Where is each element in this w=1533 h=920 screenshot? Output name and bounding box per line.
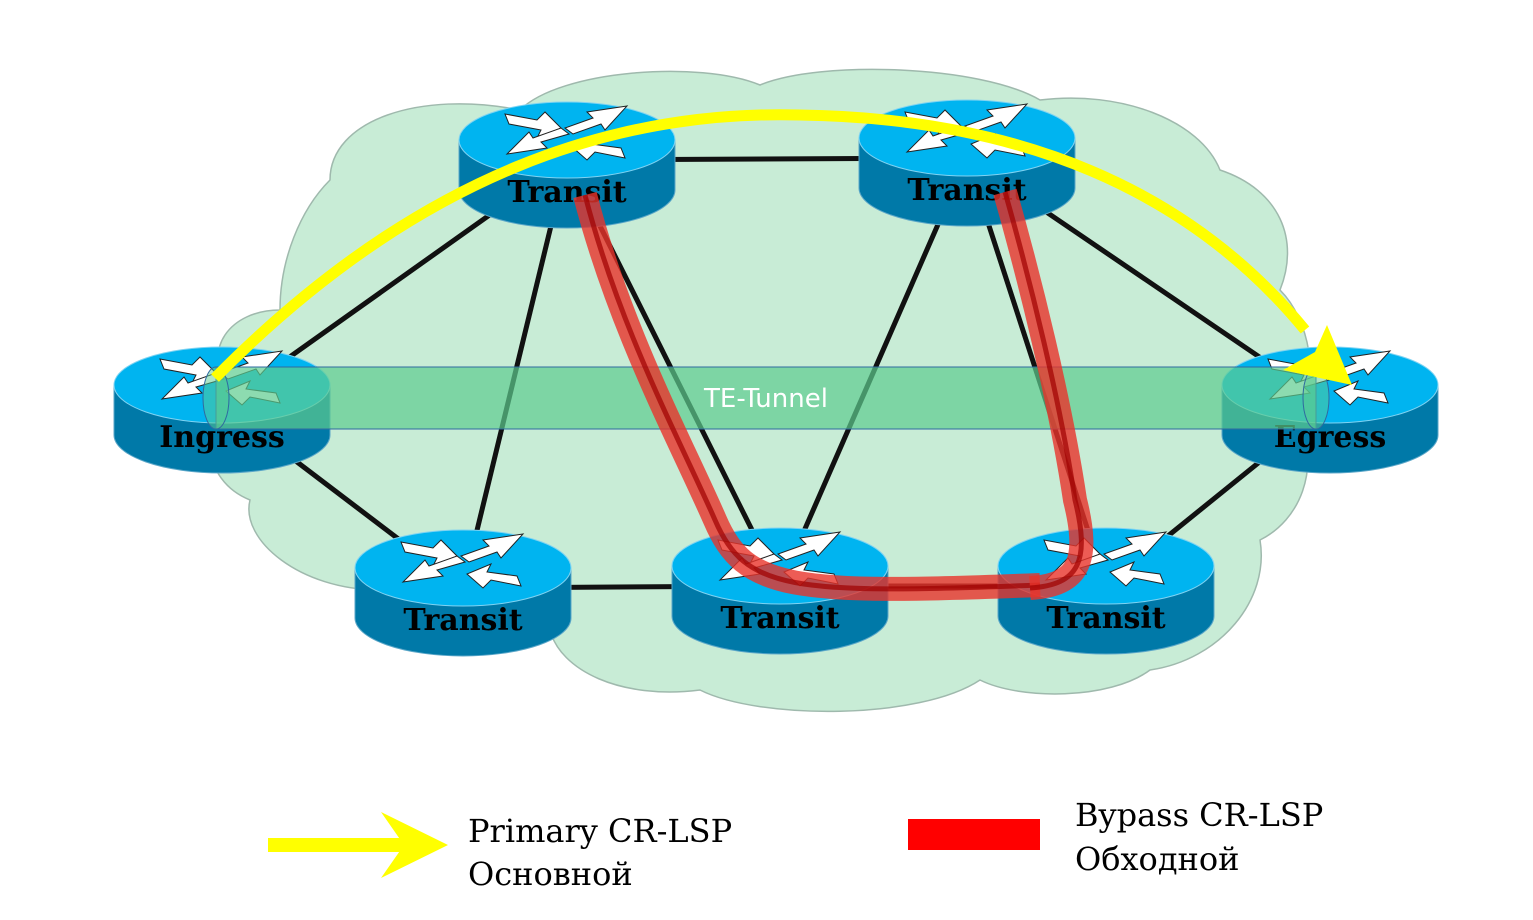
router-transit-top-left[interactable]: Transit bbox=[458, 101, 676, 229]
router-top bbox=[354, 529, 572, 607]
legend-primary-swatch bbox=[268, 838, 418, 852]
bypass-lsp-core-1 bbox=[582, 194, 1041, 592]
router-label: Transit bbox=[507, 175, 626, 210]
legend-bypass-swatch bbox=[908, 819, 1040, 850]
te-tunnel: TE-Tunnel bbox=[202, 366, 1330, 430]
te-tunnel-cap-left bbox=[202, 366, 230, 430]
legend-primary-label: Primary CR-LSP bbox=[468, 812, 732, 850]
router-transit-bottom-left[interactable]: Transit bbox=[354, 529, 572, 657]
legend-bypass: Bypass CR-LSP Обходной bbox=[908, 796, 1323, 878]
router-top bbox=[458, 101, 676, 179]
legend-primary-label-ru: Основной bbox=[468, 855, 633, 893]
primary-lsp-arrowhead bbox=[1283, 325, 1352, 385]
legend: Primary CR-LSP Основной Bypass CR-LSP Об… bbox=[268, 796, 1323, 893]
router-label: Transit bbox=[1046, 601, 1165, 636]
te-tunnel-label: TE-Tunnel bbox=[703, 384, 828, 414]
bypass-lsp-layer bbox=[573, 188, 1094, 601]
legend-bypass-label: Bypass CR-LSP bbox=[1075, 796, 1323, 834]
primary-lsp-path bbox=[211, 109, 1310, 382]
legend-primary: Primary CR-LSP Основной bbox=[268, 812, 732, 893]
legend-primary-arrowhead bbox=[381, 812, 448, 878]
router-label: Transit bbox=[720, 601, 839, 636]
primary-lsp-layer bbox=[211, 109, 1352, 385]
te-tunnel-pipe bbox=[215, 366, 1317, 430]
router-label: Transit bbox=[403, 603, 522, 638]
bypass-lsp-core-2 bbox=[1002, 191, 1084, 591]
legend-bypass-label-ru: Обходной bbox=[1075, 840, 1239, 878]
